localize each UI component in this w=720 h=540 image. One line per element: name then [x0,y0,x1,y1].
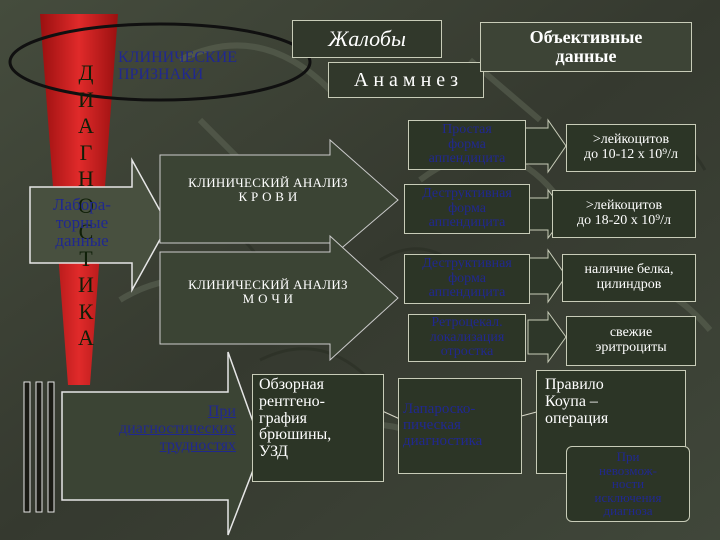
objective-data-box: Объективные данные [480,22,692,72]
finding-label-3: наличие белка, цилиндров [584,262,674,292]
finding-label-1: >лейкоцитов до 10-12 х 10⁹/л [583,132,679,162]
laparoscopy-box: Лапароско- пическая диагностика [398,378,522,474]
cope-rule-label: Правило Коупа – операция [545,376,609,427]
anamnesis-label: А н а м н е з [353,68,459,91]
diag-letter-8: Т [79,245,93,271]
complaints-box: Жалобы [292,20,442,58]
diag-letter-6: О [78,192,94,218]
finding-label-4: свежие эритроциты [595,325,667,355]
finding-box-3: наличие белка, цилиндров [562,254,696,302]
diagnostics-word: Д И А Г Н О С Т И К А [66,60,106,352]
diag-letter-1: Д [78,60,94,85]
finding-box-1: >лейкоцитов до 10-12 х 10⁹/л [566,124,696,172]
difficulties-label: При диагностических трудностях [119,403,236,454]
form-label-simple: Простая форма аппендицита [428,121,506,167]
diag-letter-4: Г [79,139,93,165]
objective-data-label: Объективные данные [529,27,643,66]
diag-letter-5: Н [78,166,94,191]
urine-analysis-label: КЛИНИЧЕСКИЙ АНАЛИЗ М О Ч И [188,277,348,306]
diag-letter-7: С [78,219,94,244]
xray-label: Обзорная рентгено- графия брюшины, УЗД [259,376,332,461]
anamnesis-box: А н а м н е з [328,62,484,98]
finding-label-2: >лейкоцитов до 18-20 х 10⁹/л [576,198,672,228]
form-box-retrocecal: Ретроцекал. локализация отростка [408,314,526,362]
lab-data-label: Лабора- торные данные [53,195,111,250]
form-box-destructive-1: Деструктивная форма аппендицита [404,184,530,234]
form-box-simple: Простая форма аппендицита [408,120,526,170]
blood-analysis-label: КЛИНИЧЕСКИЙ АНАЛИЗ К Р О В И [188,175,348,204]
diag-letter-2: И [78,86,94,112]
diag-letter-3: А [78,113,94,138]
diag-letter-11: А [78,325,94,350]
finding-box-4: свежие эритроциты [566,316,696,366]
form-label-destructive-2: Деструктивная форма аппендицита [422,255,512,301]
form-label-retrocecal: Ретроцекал. локализация отростка [429,314,505,360]
form-box-destructive-2: Деструктивная форма аппендицита [404,254,530,304]
diag-letter-10: К [78,298,94,324]
finding-box-2: >лейкоцитов до 18-20 х 10⁹/л [552,190,696,238]
exclusion-box: При невозмож- ности исключения диагноза [566,446,690,522]
exclusion-label: При невозмож- ности исключения диагноза [594,448,662,519]
clinical-signs-label: КЛИНИЧЕСКИЕ ПРИЗНАКИ [118,49,238,83]
form-label-destructive-1: Деструктивная форма аппендицита [422,185,512,231]
laparoscopy-label: Лапароско- пическая диагностика [403,401,483,449]
xray-box: Обзорная рентгено- графия брюшины, УЗД [252,374,384,482]
diag-letter-9: И [78,272,94,297]
complaints-label: Жалобы [328,26,406,52]
